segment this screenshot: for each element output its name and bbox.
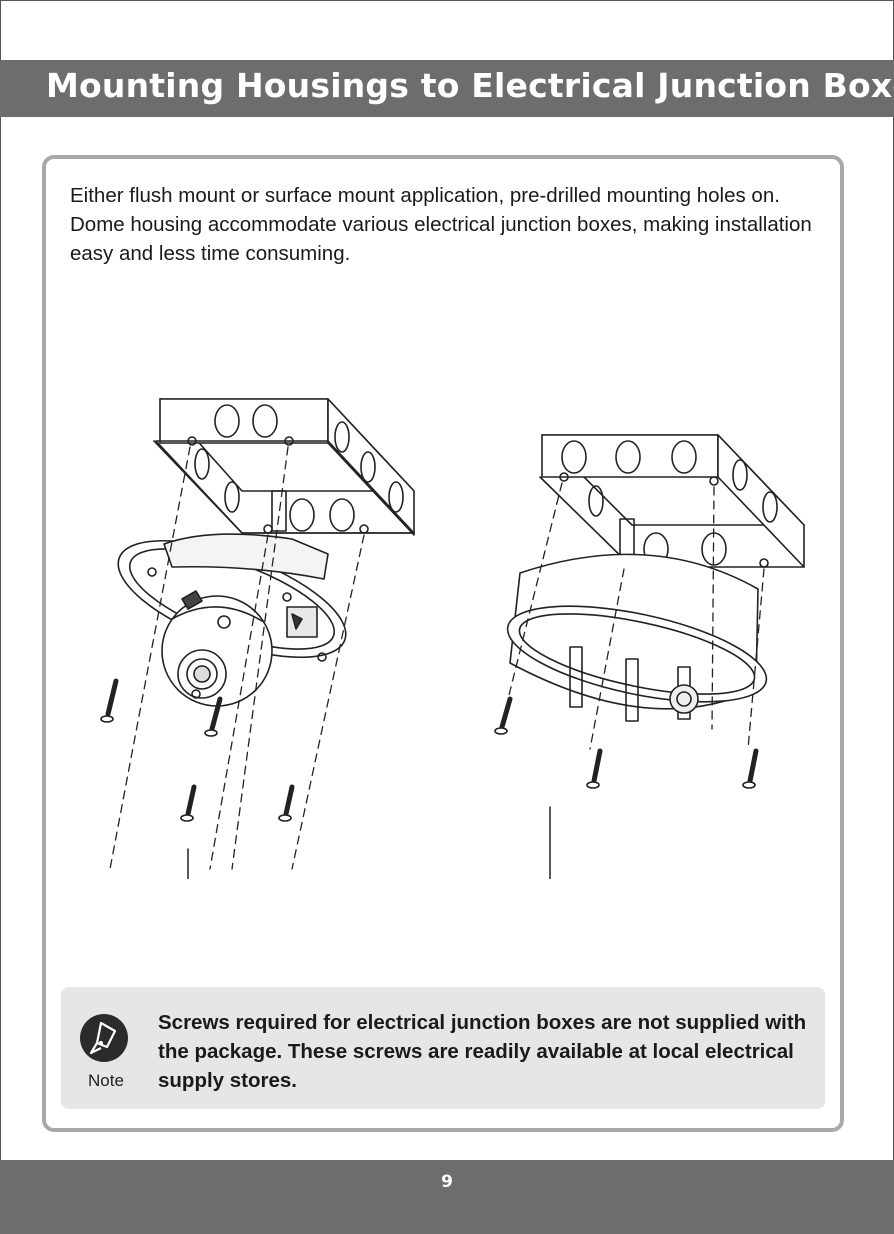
left-guide-lines: [109, 446, 365, 870]
note-label: Note: [88, 1071, 124, 1090]
callout-lines: [187, 806, 551, 879]
content-frame: Either flush mount or surface mount appl…: [42, 155, 844, 1132]
page-number: 9: [441, 1172, 453, 1192]
intro-text: Either flush mount or surface mount appl…: [70, 181, 830, 268]
intro-paragraph-1: Either flush mount or surface mount appl…: [70, 184, 780, 207]
left-screws: [100, 678, 295, 822]
right-guide-lines: [507, 482, 765, 750]
note-box: Note Screws required for electrical junc…: [61, 987, 825, 1109]
right-screws: [494, 696, 759, 789]
page-title: Mounting Housings to Electrical Junction…: [46, 66, 894, 105]
intro-paragraph-2: Dome housing accommodate various electri…: [70, 213, 812, 265]
title-bar: Mounting Housings to Electrical Junction…: [0, 60, 894, 117]
mounting-illustration: [100, 398, 805, 879]
footer-bar: 9: [0, 1160, 894, 1234]
left-dome-camera: [117, 533, 347, 707]
right-junction-box: [539, 434, 805, 568]
left-junction-box: [153, 398, 415, 536]
pen-nib-icon: [80, 1014, 128, 1062]
note-text: Screws required for electrical junction …: [158, 1011, 807, 1092]
right-housing: [506, 553, 768, 722]
